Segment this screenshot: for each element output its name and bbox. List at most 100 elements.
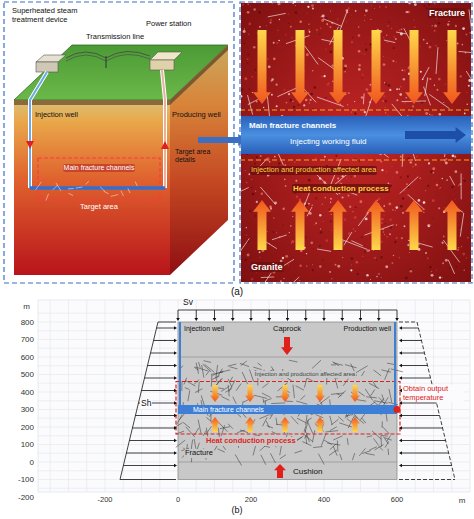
granite-grain <box>401 28 403 30</box>
granite-grain <box>434 25 437 28</box>
granite-grain <box>405 277 408 280</box>
granite-grain <box>305 204 307 206</box>
granite-grain <box>364 111 366 113</box>
granite-grain <box>319 265 321 267</box>
granite-grain <box>291 37 292 38</box>
heat-arrow <box>280 385 290 402</box>
stress-arrow <box>402 453 449 454</box>
granite-grain <box>257 111 259 113</box>
granite-grain <box>365 9 368 12</box>
granite-grain <box>388 202 391 205</box>
stress-arrow <box>402 365 427 366</box>
granite-grain <box>409 252 410 253</box>
granite-grain <box>309 99 311 101</box>
granite-grain <box>378 198 381 201</box>
granite-grain <box>307 13 308 14</box>
fracture-line <box>228 364 237 366</box>
granite-grain <box>245 170 246 171</box>
granite-grain <box>382 100 383 101</box>
fracture-line <box>248 99 258 104</box>
granite-grain <box>354 175 357 178</box>
fracture-line <box>294 451 302 453</box>
stress-arrow <box>154 340 174 341</box>
fracture-line <box>307 421 313 434</box>
granite-grain <box>329 50 332 53</box>
granite-grain <box>377 199 379 201</box>
stress-arrow <box>135 415 174 416</box>
granite-grain <box>445 161 448 164</box>
granite-grain <box>330 198 332 200</box>
granite-grain <box>312 8 314 10</box>
granite-grain <box>430 78 432 80</box>
granite-grain <box>260 155 262 157</box>
fracture-line <box>300 395 305 400</box>
injection-well <box>179 322 181 409</box>
granite-grain <box>299 280 300 281</box>
fracture-line <box>220 370 230 373</box>
granite-grain <box>440 187 441 188</box>
stress-arrow <box>251 310 252 318</box>
fracture-line <box>296 401 307 404</box>
stress-arrowhead <box>174 451 177 455</box>
granite-grain <box>436 269 438 271</box>
granite-grain <box>276 232 277 233</box>
stress-arrow <box>305 310 306 318</box>
granite-grain <box>306 253 307 254</box>
grid-line <box>105 300 106 492</box>
fracture-line <box>198 420 201 434</box>
stress-arrowhead <box>399 401 402 405</box>
granite-grain <box>454 25 456 27</box>
stress-arrowhead <box>399 339 402 343</box>
granite-grain <box>327 83 330 86</box>
granite-grain <box>414 26 416 28</box>
granite-grain <box>295 180 297 182</box>
panel-border <box>240 2 472 283</box>
granite-grain <box>451 186 454 189</box>
granite-grain <box>337 265 340 268</box>
stress-arrow <box>157 328 174 329</box>
granite-grain <box>244 28 245 29</box>
granite-grain <box>321 76 323 78</box>
fracture-line <box>236 383 241 390</box>
fracture-line <box>261 455 266 465</box>
granite-grain <box>391 28 392 29</box>
fracture-line <box>217 369 222 378</box>
granite-grain <box>322 15 325 18</box>
granite-grain <box>269 205 272 208</box>
fracture-line <box>330 416 332 425</box>
granite-grain <box>247 254 250 257</box>
grid-line <box>38 313 470 314</box>
stress-arrow <box>342 310 343 318</box>
granite-grain <box>362 74 364 76</box>
granite-grain <box>419 45 421 47</box>
granite-grain <box>351 264 353 266</box>
axis-tick: 600 <box>21 353 34 362</box>
axis-tick: 800 <box>21 318 34 327</box>
granite-grain <box>241 95 242 97</box>
stress-arrow <box>132 428 174 429</box>
fracture-line <box>263 398 271 401</box>
fracture-line <box>121 191 124 196</box>
granite-grain <box>312 248 314 250</box>
grid-line <box>86 300 87 492</box>
granite-grain <box>315 197 317 199</box>
fracture-line <box>305 46 318 65</box>
granite-grain <box>286 102 288 104</box>
granite-grain <box>423 39 425 41</box>
grid-line <box>68 300 69 492</box>
granite-grain <box>259 257 260 258</box>
fracture-line <box>286 401 293 403</box>
granite-grain <box>247 58 249 60</box>
granite-grain <box>443 235 445 237</box>
fracture-line <box>345 365 356 368</box>
callout-label: Injection and production affected area <box>250 166 377 175</box>
granite-grain <box>289 99 292 102</box>
granite-grain <box>305 99 308 102</box>
granite-grain <box>270 22 272 24</box>
fracture-line <box>206 426 212 434</box>
granite-grain <box>308 29 310 31</box>
fracture-line <box>321 433 326 446</box>
granite-grain <box>414 3 417 6</box>
stress-arrowhead <box>359 318 363 321</box>
granite-grain <box>354 216 357 219</box>
